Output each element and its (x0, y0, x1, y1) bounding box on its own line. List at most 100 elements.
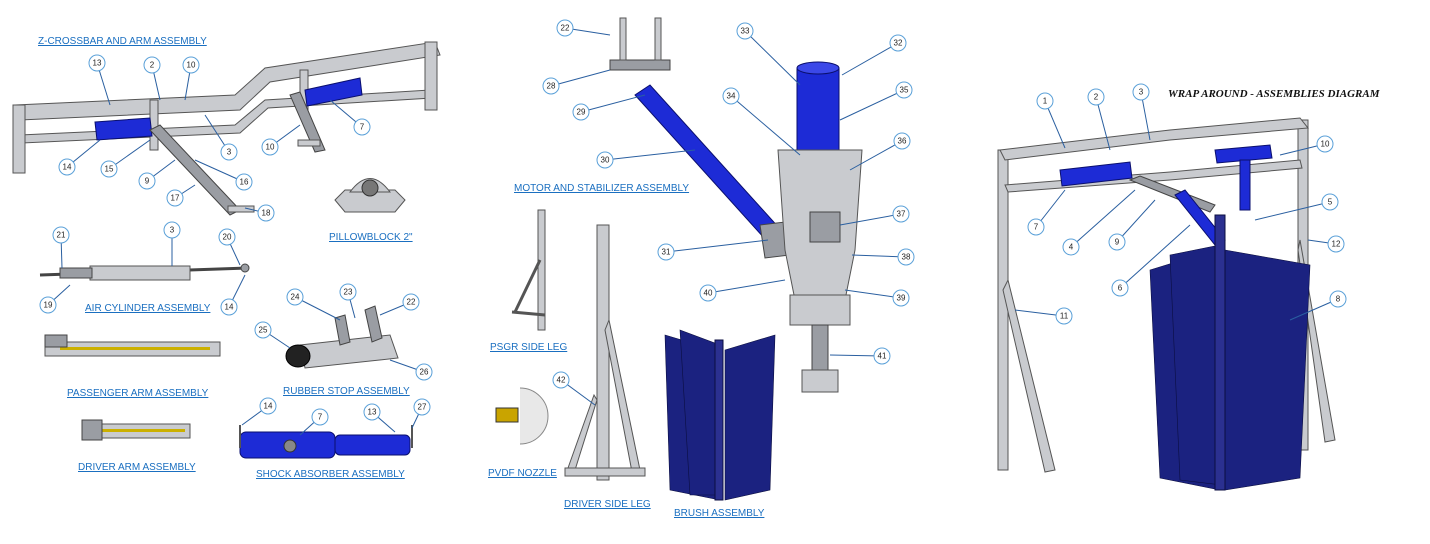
callout-circle (572, 103, 590, 121)
callout-number: 1 (1043, 97, 1048, 106)
callout-29: 29 (572, 94, 646, 121)
callout-11: 11 (1014, 307, 1073, 325)
callout-number: 13 (368, 408, 377, 417)
callout-number: 35 (900, 86, 909, 95)
callout-circle (1329, 290, 1347, 308)
callout-3: 3 (204, 114, 238, 161)
callout-21: 21 (52, 226, 70, 269)
motor-drawing (777, 61, 863, 393)
callout-circle (893, 132, 911, 150)
callout-leader (1119, 224, 1191, 289)
callout-number: 13 (93, 59, 102, 68)
callout-22: 22 (379, 293, 420, 316)
callout-leader (730, 95, 801, 156)
callout-number: 7 (360, 123, 365, 132)
callout-38: 38 (851, 248, 915, 266)
callout-leader (839, 89, 905, 121)
callout-circle (889, 34, 907, 52)
callout-circle (58, 158, 76, 176)
callout-12: 12 (1307, 235, 1345, 253)
callout-28: 28 (542, 69, 611, 95)
stabilizer-arm-drawing (609, 17, 791, 259)
callout-15: 15 (100, 139, 151, 178)
callout-number: 39 (897, 294, 906, 303)
label-pillowblock: PILLOWBLOCK 2" (329, 232, 413, 243)
callout-10: 10 (261, 124, 301, 156)
callout-number: 10 (266, 143, 275, 152)
callout-circle (182, 56, 200, 74)
callout-leader (851, 254, 907, 258)
callout-number: 38 (902, 253, 911, 262)
callout-circle (657, 243, 675, 261)
callout-number: 8 (1336, 295, 1341, 304)
callout-number: 28 (547, 82, 556, 91)
callout-14: 14 (241, 397, 277, 426)
label-pvdf-nozzle: PVDF NOZZLE (488, 468, 557, 479)
callout-circle (100, 160, 118, 178)
callout-number: 29 (577, 108, 586, 117)
label-brush-assembly: BRUSH ASSEMBLY (674, 508, 765, 519)
callout-circle (892, 205, 910, 223)
callout-circle (163, 221, 181, 239)
callout-number: 32 (894, 39, 903, 48)
callout-36: 36 (849, 132, 911, 171)
callout-number: 14 (63, 163, 72, 172)
pillowblock-drawing (334, 178, 406, 213)
callout-22: 22 (556, 19, 611, 37)
callout-leader (604, 149, 696, 161)
callout-4: 4 (1062, 189, 1136, 256)
callout-10: 10 (182, 56, 200, 101)
callout-circle (1062, 238, 1080, 256)
callout-13: 13 (363, 403, 396, 433)
air-cylinder-drawing (39, 263, 250, 281)
callout-leader (665, 239, 769, 253)
callout-circle (220, 298, 238, 316)
callout-circle (39, 296, 57, 314)
callout-30: 30 (596, 149, 696, 169)
callout-circle (1132, 83, 1150, 101)
callout-number: 6 (1118, 284, 1123, 293)
callout-circle (1111, 279, 1129, 297)
callout-27: 27 (411, 398, 431, 429)
callout-number: 5 (1328, 198, 1333, 207)
callout-number: 3 (1139, 88, 1144, 97)
passenger-arm-drawing (44, 334, 221, 357)
callout-circle (542, 77, 560, 95)
callout-circle (143, 56, 161, 74)
label-driver-side-leg: DRIVER SIDE LEG (564, 499, 651, 510)
callout-circle (1087, 88, 1105, 106)
callout-number: 36 (898, 137, 907, 146)
callout-number: 2 (150, 61, 155, 70)
callout-circle (254, 321, 272, 339)
callout-35: 35 (839, 81, 913, 121)
callout-34: 34 (722, 87, 801, 156)
callout-number: 11 (1060, 312, 1069, 321)
callout-leader (1044, 100, 1066, 149)
callout-18: 18 (244, 204, 275, 222)
callout-number: 37 (897, 210, 906, 219)
callout-leader (1095, 96, 1111, 151)
callout-circle (286, 288, 304, 306)
callout-circle (873, 347, 891, 365)
callout-circle (1316, 135, 1334, 153)
callout-40: 40 (699, 279, 786, 302)
callout-circle (166, 189, 184, 207)
callout-number: 2 (1094, 93, 1099, 102)
callout-19: 19 (39, 284, 71, 314)
callout-circle (1055, 307, 1073, 325)
callout-leader (1070, 189, 1136, 248)
callout-24: 24 (286, 288, 341, 321)
callout-circle (353, 118, 371, 136)
callout-1: 1 (1036, 92, 1066, 149)
callout-leader (844, 289, 902, 299)
callout-number: 3 (227, 148, 232, 157)
callout-circle (88, 54, 106, 72)
callout-circle (261, 138, 279, 156)
callout-37: 37 (839, 205, 910, 226)
callout-number: 30 (601, 156, 610, 165)
callout-circle (1108, 233, 1126, 251)
callout-number: 9 (1115, 238, 1120, 247)
callout-circle (552, 371, 570, 389)
callout-circle (218, 228, 236, 246)
callout-39: 39 (844, 289, 910, 307)
